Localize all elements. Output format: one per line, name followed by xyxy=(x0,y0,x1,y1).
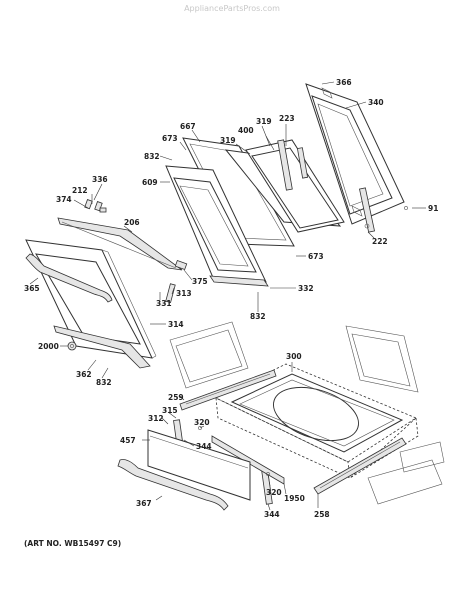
callout-319-middle: 319 xyxy=(220,136,236,145)
callout-832-middle: 832 xyxy=(250,312,266,321)
callout-344-top: 344 xyxy=(196,442,212,451)
callout-366: 366 xyxy=(336,78,352,87)
callout-832-bottom: 832 xyxy=(96,378,112,387)
side-panel-right xyxy=(345,325,419,393)
callout-362: 362 xyxy=(76,370,92,379)
leader-lines xyxy=(29,81,426,511)
drawer-handle-367 xyxy=(117,459,229,511)
drawer-box-300 xyxy=(215,363,419,479)
screw-320-left xyxy=(198,426,202,430)
callout-331: 331 xyxy=(156,299,172,308)
outer-door-314 xyxy=(25,239,157,359)
side-panel-lower-right xyxy=(367,459,443,505)
sensor-2000 xyxy=(67,341,77,351)
callout-374: 374 xyxy=(56,195,72,204)
inner-glass-400 xyxy=(245,139,345,233)
clips-336-212 xyxy=(84,199,107,213)
trim-strip-332 xyxy=(209,275,269,287)
callout-2000: 2000 xyxy=(38,342,59,351)
door-liner-609 xyxy=(165,165,267,283)
callout-labels: 366 340 667 319 223 400 319 673 832 609 … xyxy=(24,78,438,519)
callout-336: 336 xyxy=(92,175,108,184)
hinge-parts-375-313 xyxy=(165,259,188,303)
screw-91 xyxy=(404,206,408,210)
callout-673-top: 673 xyxy=(162,134,178,143)
callout-320-right: 320 xyxy=(266,488,282,497)
callout-319-top: 319 xyxy=(256,117,272,126)
callout-259: 259 xyxy=(168,393,184,402)
callout-314: 314 xyxy=(168,320,184,329)
rear-door-frame-340 xyxy=(305,83,405,225)
callout-667: 667 xyxy=(180,122,196,131)
art-number: (ART NO. WB15497 C9) xyxy=(24,539,122,548)
callout-212: 212 xyxy=(72,186,88,195)
callout-315: 315 xyxy=(162,406,178,415)
side-panel-lower-right-2 xyxy=(399,441,445,473)
callout-1950: 1950 xyxy=(284,494,305,503)
callout-375: 375 xyxy=(192,277,208,286)
bottom-door-trim-362 xyxy=(53,325,151,369)
drawer-front-457 xyxy=(147,429,251,501)
watermark: AppliancePartsPros.com xyxy=(184,4,280,13)
hinge-222 xyxy=(359,187,375,233)
door-top-trim-206 xyxy=(57,217,183,271)
side-panel-left xyxy=(169,321,249,389)
drawer-rail-259 xyxy=(179,369,277,411)
callout-457: 457 xyxy=(120,436,136,445)
callout-320-left: 320 xyxy=(194,418,210,427)
callout-300: 300 xyxy=(286,352,302,361)
door-handle-365 xyxy=(25,253,113,303)
callout-340: 340 xyxy=(368,98,384,107)
callout-332: 332 xyxy=(298,284,314,293)
callout-673-bottom: 673 xyxy=(308,252,324,261)
callout-832-top: 832 xyxy=(144,152,160,161)
callout-365: 365 xyxy=(24,284,40,293)
callout-367: 367 xyxy=(136,499,152,508)
callout-344-bottom: 344 xyxy=(264,510,280,519)
callout-206: 206 xyxy=(124,218,140,227)
callout-609: 609 xyxy=(142,178,158,187)
callout-91: 91 xyxy=(428,204,438,213)
callout-312: 312 xyxy=(148,414,164,423)
drawer-rail-258 xyxy=(313,437,407,495)
callout-223: 223 xyxy=(279,114,295,123)
callout-222: 222 xyxy=(372,237,388,246)
callout-313: 313 xyxy=(176,289,192,298)
callout-258: 258 xyxy=(314,510,330,519)
callout-400: 400 xyxy=(238,126,254,135)
hinge-223 xyxy=(277,139,309,191)
